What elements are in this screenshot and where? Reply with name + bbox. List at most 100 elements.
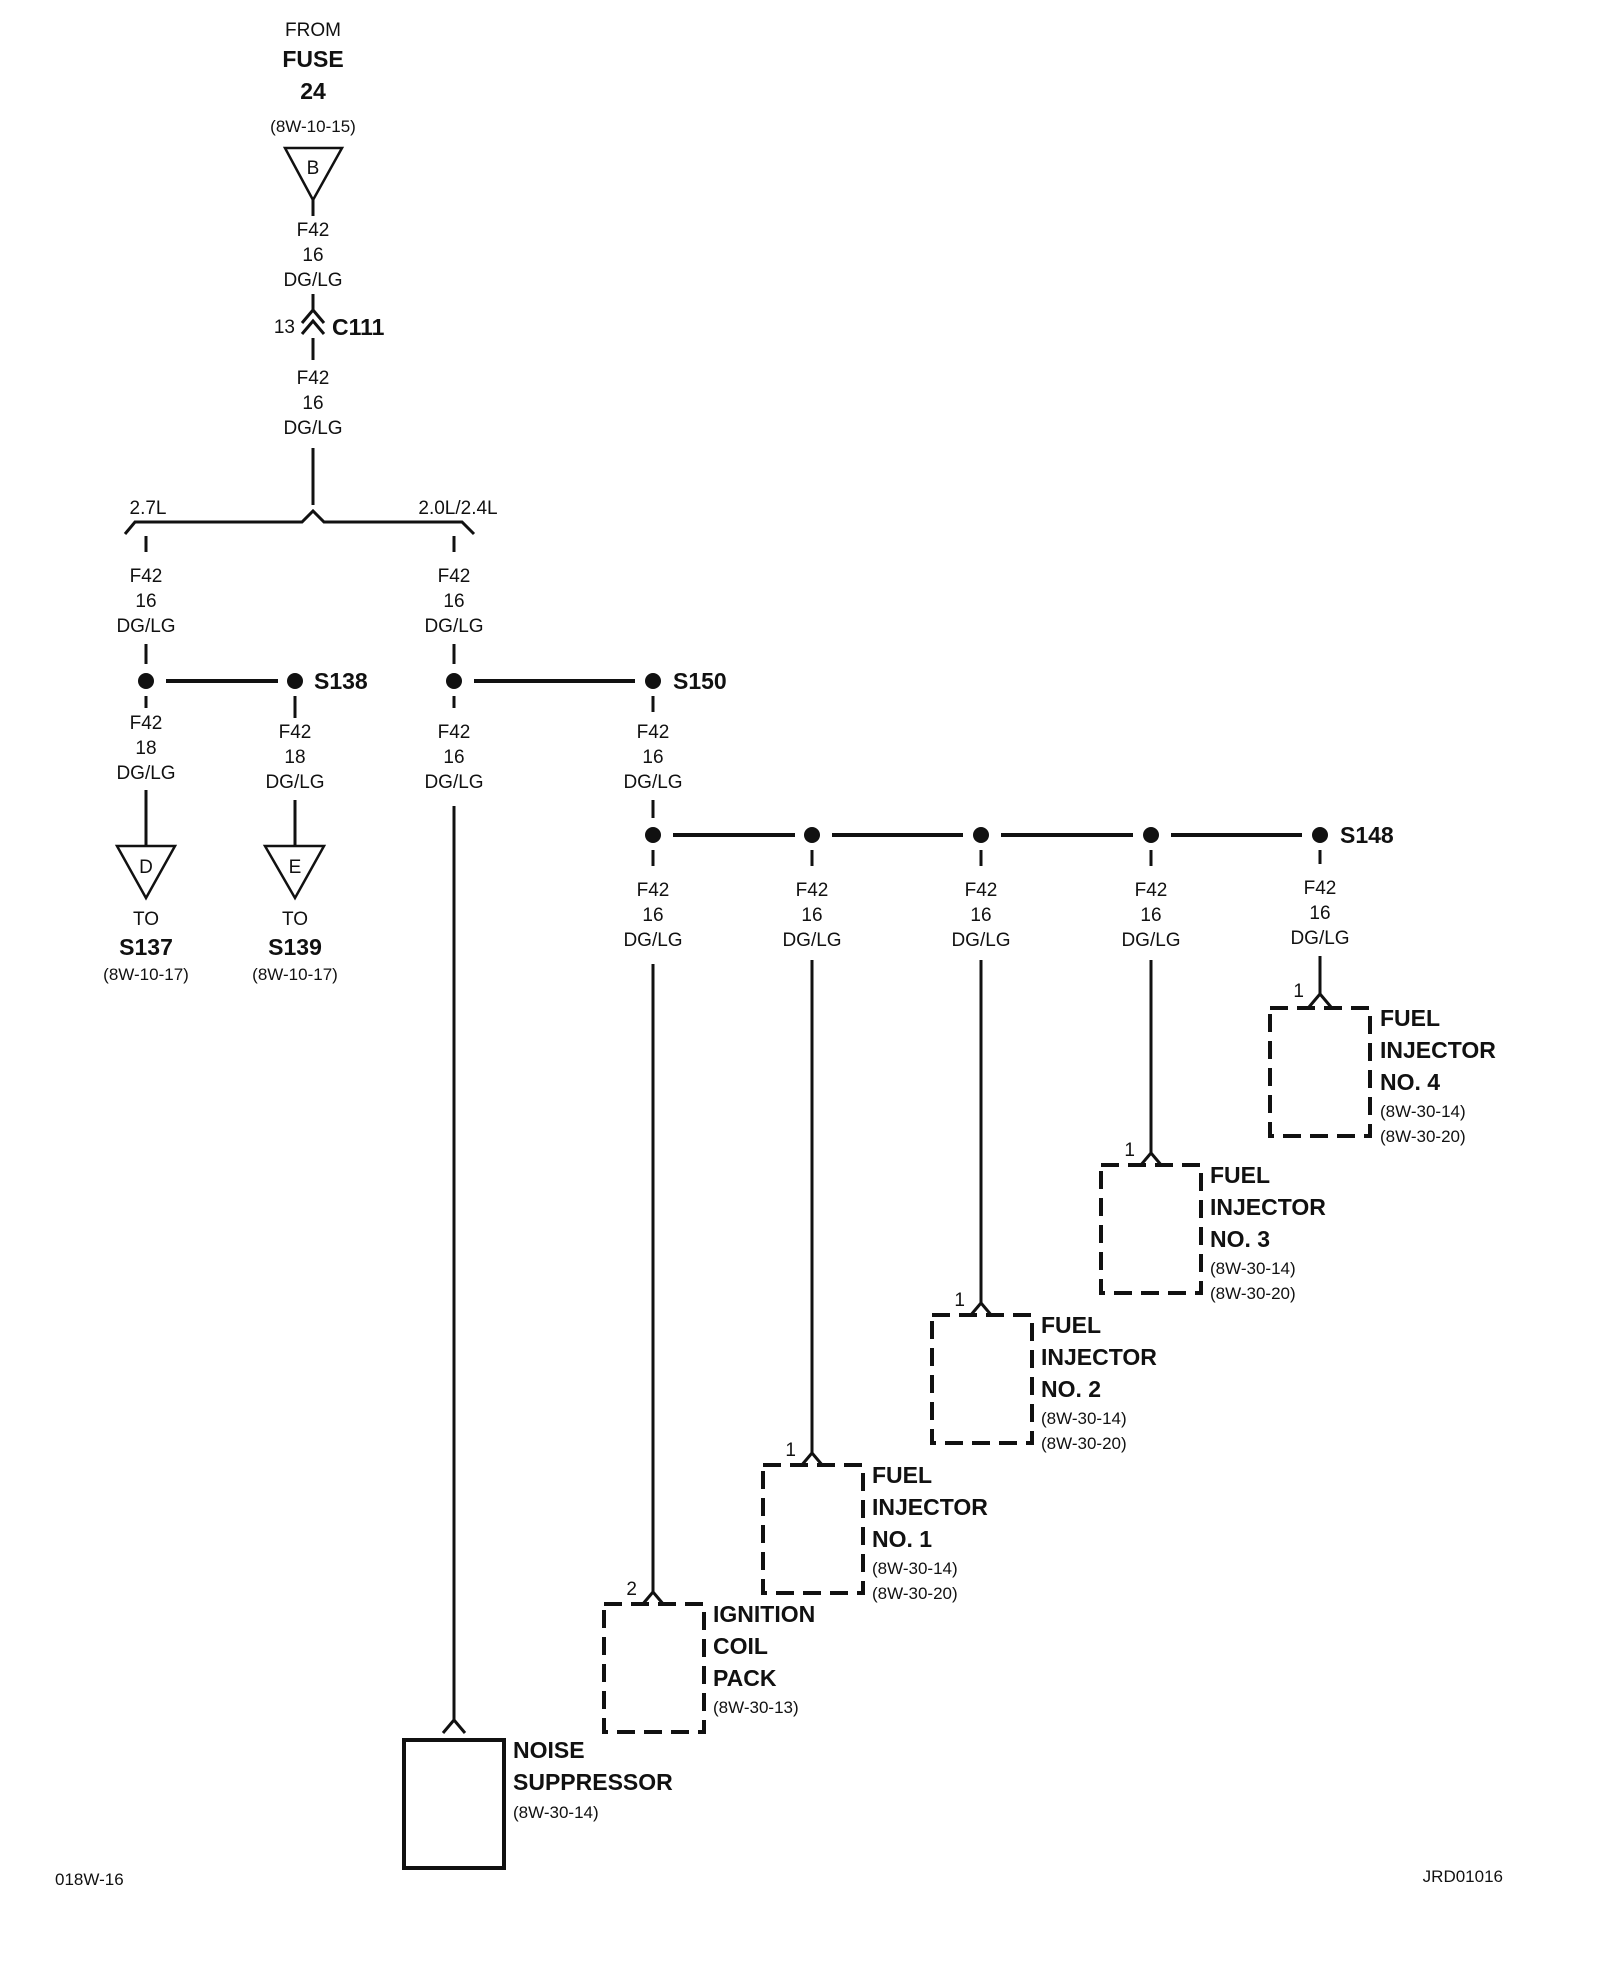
svg-text:(8W-30-14): (8W-30-14) [1380,1102,1466,1121]
svg-text:DG/LG: DG/LG [424,616,483,637]
svg-text:TO: TO [133,909,159,930]
svg-text:16: 16 [1309,903,1330,924]
svg-text:IGNITION: IGNITION [713,1601,815,1627]
svg-text:16: 16 [302,245,323,266]
svg-text:16: 16 [443,591,464,612]
svg-text:16: 16 [801,905,822,926]
svg-text:DG/LG: DG/LG [782,930,841,951]
wire-label-after-c111: F42 16 DG/LG [283,368,342,439]
svg-text:18: 18 [135,738,156,759]
noise-suppressor: NOISE SUPPRESSOR (8W-30-14) [402,1737,673,1870]
svg-text:18: 18 [284,747,305,768]
svg-text:FUEL: FUEL [872,1462,932,1488]
splice-dot [446,673,462,689]
svg-text:NO. 4: NO. 4 [1380,1069,1440,1095]
svg-text:(8W-30-14): (8W-30-14) [872,1559,958,1578]
svg-text:INJECTOR: INJECTOR [1210,1194,1326,1220]
splice-dot [645,673,661,689]
branch-2.0l-2.4l: 2.0L/2.4L [418,498,497,519]
svg-text:(8W-30-14): (8W-30-14) [513,1803,599,1822]
svg-text:INJECTOR: INJECTOR [872,1494,988,1520]
svg-text:16: 16 [970,905,991,926]
svg-text:F42: F42 [438,722,471,743]
footer-figure-code: JRD01016 [1423,1867,1503,1886]
svg-text:16: 16 [135,591,156,612]
svg-text:F42: F42 [965,880,998,901]
c111-pin: 13 [274,317,295,338]
wire-label-to-s139: F42 18 DG/LG [265,722,324,793]
svg-text:DG/LG: DG/LG [265,772,324,793]
svg-text:E: E [289,857,302,878]
svg-text:FUEL: FUEL [1380,1005,1440,1031]
splice-s150-label: S150 [673,668,727,694]
connector-b-letter: B [307,158,320,179]
coil-pin: 2 [626,1579,637,1600]
c111-label: C111 [332,314,385,340]
svg-text:D: D [139,857,153,878]
ignition-coil-pack: 2 IGNITION COIL PACK (8W-30-13) [602,1579,815,1734]
wire-label-s150-down: F42 16 DG/LG [623,722,682,793]
fuse-source: FROM FUSE 24 (8W-10-15) B [270,20,356,203]
svg-text:F42: F42 [297,220,330,241]
fuel-injector-no1: 1 FUEL INJECTOR NO. 1 (8W-30-14) (8W-30-… [761,1440,988,1603]
svg-text:16: 16 [642,905,663,926]
wire-label-injector1: F42 16 DG/LG [782,880,841,951]
svg-text:(8W-10-17): (8W-10-17) [252,965,338,984]
wire-label-injector3: F42 16 DG/LG [1121,880,1180,951]
connector-b-triangle [282,146,345,203]
wire-label-injector2: F42 16 DG/LG [951,880,1010,951]
svg-text:F42: F42 [1304,878,1337,899]
svg-text:FUEL: FUEL [1041,1312,1101,1338]
fuel-injector-no3: 1 FUEL INJECTOR NO. 3 (8W-30-14) (8W-30-… [1099,1140,1326,1303]
svg-text:TO: TO [282,909,308,930]
svg-text:FUEL: FUEL [1210,1162,1270,1188]
svg-text:F42: F42 [637,722,670,743]
svg-text:(8W-10-17): (8W-10-17) [103,965,189,984]
svg-text:1: 1 [954,1290,965,1311]
svg-text:(8W-30-14): (8W-30-14) [1041,1409,1127,1428]
svg-text:S139: S139 [268,934,322,960]
svg-text:INJECTOR: INJECTOR [1380,1037,1496,1063]
splice-dot [804,827,820,843]
svg-text:S137: S137 [119,934,173,960]
svg-text:DG/LG: DG/LG [623,930,682,951]
fuel-injector-no4: 1 FUEL INJECTOR NO. 4 (8W-30-14) (8W-30-… [1268,981,1496,1146]
splice-s148-label: S148 [1340,822,1394,848]
svg-text:F42: F42 [130,566,163,587]
fuse-label: FUSE [282,46,343,72]
svg-text:NOISE: NOISE [513,1737,585,1763]
fuse-number: 24 [300,78,326,104]
svg-text:NO. 3: NO. 3 [1210,1226,1270,1252]
svg-text:DG/LG: DG/LG [283,418,342,439]
svg-text:F42: F42 [796,880,829,901]
svg-text:F42: F42 [438,566,471,587]
svg-text:DG/LG: DG/LG [1121,930,1180,951]
svg-text:16: 16 [443,747,464,768]
svg-text:DG/LG: DG/LG [951,930,1010,951]
wire-label-injector4: F42 16 DG/LG [1290,878,1349,949]
svg-text:DG/LG: DG/LG [424,772,483,793]
splice-dot [138,673,154,689]
svg-text:(8W-30-14): (8W-30-14) [1210,1259,1296,1278]
svg-text:F42: F42 [297,368,330,389]
fuse-ref: (8W-10-15) [270,117,356,136]
svg-text:1: 1 [785,1440,796,1461]
fuel-injector-no2: 1 FUEL INJECTOR NO. 2 (8W-30-14) (8W-30-… [930,1290,1157,1453]
branch-2.7l: 2.7L [130,498,167,519]
svg-text:1: 1 [1293,981,1304,1002]
svg-text:INJECTOR: INJECTOR [1041,1344,1157,1370]
wire-label-noise: F42 16 DG/LG [424,722,483,793]
splice-dot [973,827,989,843]
svg-text:16: 16 [1140,905,1161,926]
wire-label-left-branch: F42 16 DG/LG [116,566,175,637]
svg-text:F42: F42 [279,722,312,743]
svg-text:F42: F42 [637,880,670,901]
svg-text:COIL: COIL [713,1633,768,1659]
splice-dot [1312,827,1328,843]
splice-s138-label: S138 [314,668,368,694]
connector-d-to-s137: D TO S137 (8W-10-17) [103,844,189,984]
svg-text:F42: F42 [1135,880,1168,901]
wire-label-top: F42 16 DG/LG [283,220,342,291]
splice-dot [1143,827,1159,843]
